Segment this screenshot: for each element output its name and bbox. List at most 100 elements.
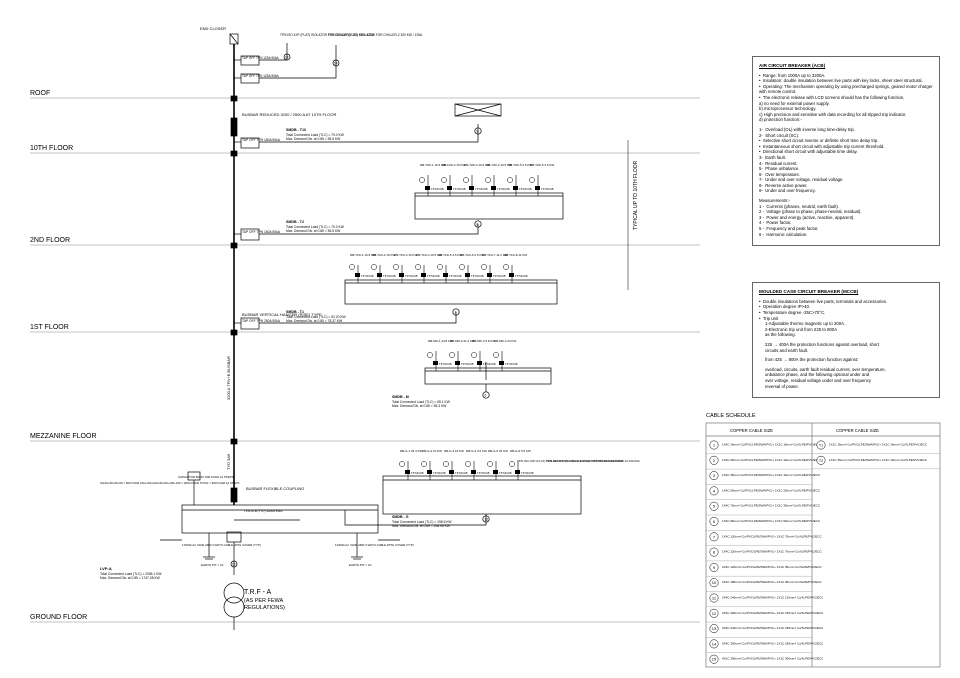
g-db-label: DB-G-3 16 KW: [444, 449, 464, 453]
note-line: 1-Adjustable thermo magnetic up to 200A.: [759, 321, 846, 327]
transformer-note-2: REGULATIONS): [244, 605, 285, 611]
cable-row-number: 5: [713, 504, 716, 509]
smdb-m-tcl: Total Connected Load (TLC) = 65.1 KW: [392, 400, 451, 404]
f1-breaker-label: TP MCCB: [405, 274, 418, 278]
g-feeder: DB-G-2 10 KW TP MCCB: [421, 449, 446, 480]
f2-db-label: DB-T2D-6 3.5 KW: [530, 163, 554, 167]
f2-breaker-label: TP MCCB: [497, 187, 510, 191]
f2-breaker-label: TP MCCB: [453, 187, 466, 191]
tapoff-roof-1: TAP OFF TPN 125A 90kA: [242, 56, 280, 60]
cable-row-text: 1X4C 120mm² Cu/PVC/LPE/SWA/PVC+ 1X1C 70m…: [722, 534, 823, 538]
mccb-notes-lines: • Double insulations between live parts,…: [759, 299, 933, 389]
g-db-label: DB-G-4 4.5 KW: [466, 449, 487, 453]
cable-row-number: 1: [713, 443, 716, 448]
smdb-g-tag: 12: [485, 518, 489, 522]
g-breaker-label: TP MCCB: [433, 471, 446, 475]
note-line: 225 → 400A the protection functions agai…: [759, 341, 879, 347]
note-line: • Operation degree IP>40.: [759, 304, 811, 310]
transformer-note-1: (AS PER FEWA: [244, 598, 284, 604]
f2-db-label: DB-F2D-2 15 KW: [442, 163, 466, 167]
smdb-t2-md: Max. Demand Div. at 0.85 = 55.5 KW: [286, 229, 341, 233]
note-line: circuits and earth fault.: [759, 347, 809, 353]
g-isolator-1: TPN ISO 4XP (FLAT) ISOLATOR FOR FIRE & J…: [517, 459, 623, 463]
f1-db-label: DB-T1D-7 11.2 KW: [482, 253, 508, 257]
note-line: 7- Under and over voltage, residual volt…: [759, 177, 844, 183]
cable-schedule: [705, 422, 941, 668]
mccb-notes-title: MOULDED CASE CIRCUIT BREAKER (MCCB): [759, 289, 859, 295]
cable-row-number: 3: [713, 473, 716, 478]
f1-breaker-label: TP MCCB: [383, 274, 396, 278]
note-line: • Selective short circuit inverse or def…: [759, 138, 879, 144]
roof-isolator-1: TPN ISO 4XP (FLAT) ISOLATOR FOR CHILLER-…: [280, 33, 375, 37]
tapoff-10th: TAP OFF TPN 160A 50kA: [242, 138, 281, 142]
roof-isolator-2-tag: 14: [334, 62, 338, 66]
cable-row-number: 13: [712, 626, 717, 631]
f2-db-label: DB-T2D-5 4.5 KW: [508, 163, 532, 167]
f2-db-label: DB-T2D-3 10.5 KW: [464, 163, 490, 167]
note-line: a) no need for external power supply.: [759, 100, 830, 106]
m-breaker-label: TP MCCB: [483, 362, 496, 366]
specification-notes: AIR CIRCUIT BREAKER (ACB) • Range: from …: [752, 56, 940, 404]
note-line: Measurements:-: [759, 198, 791, 204]
note-line: 4 - Power factor.: [759, 220, 792, 226]
note-line: 1 - Currents (phases, neutral, earth fau…: [759, 203, 840, 209]
tapoff-1st: TAP OFF TPN 250A 50kA: [242, 319, 281, 323]
note-line: • Trip unit: [759, 315, 779, 321]
floor-label-mezzanine: MEZZANINE FLOOR: [30, 433, 97, 440]
smdb-g: [344, 475, 582, 526]
note-line: 5 - Frequency and peak factor.: [759, 226, 819, 232]
smdb-t10-tag: 8: [477, 130, 479, 134]
cable-row-number: 7: [713, 534, 716, 539]
floor-label-1st: 1ST FLOOR: [30, 324, 69, 331]
g-breaker-label: TP MCCB: [411, 471, 424, 475]
smdb-t10-md: Max. Demand Div. at 0.85 = 55.5 KW: [286, 137, 341, 141]
cable-row-text: 1X4C 35mm² Cu/PVC/LPE/SWA/PVC+ 1X1C 16mm…: [722, 473, 821, 477]
smdb-g-name: SMDB - G: [392, 515, 409, 519]
f1-breaker-label: TP MCCB: [449, 274, 462, 278]
cable-row-number: 10: [712, 580, 717, 585]
note-line: 4- Residual current.: [759, 160, 798, 166]
floor-label-10th: 10TH FLOOR: [30, 145, 73, 152]
cable-row-number: 4: [713, 488, 716, 493]
cable-row-number: T2: [819, 459, 823, 463]
f2-breaker-label: TP MCCB: [431, 187, 444, 191]
note-line: 6- Over temperature.: [759, 171, 801, 177]
cable-row-number: 14: [712, 641, 717, 646]
cable-row-text: 1X4C 25mm² Cu/PVC/LPE/SWA/PVC+ 1X1C 16mm…: [722, 458, 821, 462]
acb-notes-lines: • Range: from 1000A up to 3200A.• Insula…: [759, 73, 933, 238]
f1-breaker-label: TP MCCB: [361, 274, 374, 278]
m-breaker-label: TP MCCB: [439, 362, 452, 366]
note-line: • Instantaneous short circuit with adjus…: [759, 143, 885, 149]
m-db-label: DB-MD-3 5.8 KW: [472, 339, 495, 343]
note-line: • Insulation: double insulation between …: [759, 78, 923, 84]
cable-row-text: 1X4C 50mm² Cu/PVC/LPE/SWA/PVC+ 1X1C 25mm…: [722, 488, 821, 492]
smdb-t10-name: SMDB - T10: [286, 128, 306, 132]
cable-row: 3 1X4C 35mm² Cu/PVC/LPE/SWA/PVC+ 1X1C 16m…: [706, 468, 821, 481]
smdb-t1-tcl: Total Connected Load (TLC) = 92.20 KW: [286, 315, 347, 319]
smdb-t10-tcl: Total Connected Load (TLC) = 70.0 KW: [286, 133, 345, 137]
cable-row-number: 12: [712, 611, 717, 616]
g-db-label: DB-G-2 10 KW: [422, 449, 442, 453]
cable-right: 1X300mm² XLPE ARM 3 WAYS CABLE WITH COVE…: [335, 543, 414, 547]
note-line: from 425 → 800A the protection function …: [759, 357, 859, 363]
cable-row-text: 1X4C 70mm² Cu/PVC/LPE/SWA/PVC+ 1X1C 35mm…: [722, 504, 821, 508]
acb-notes-title: AIR CIRCUIT BREAKER (ACB): [759, 63, 826, 68]
busbar-riser: [229, 33, 239, 505]
m-breaker-label: TP MCCB: [505, 362, 518, 366]
